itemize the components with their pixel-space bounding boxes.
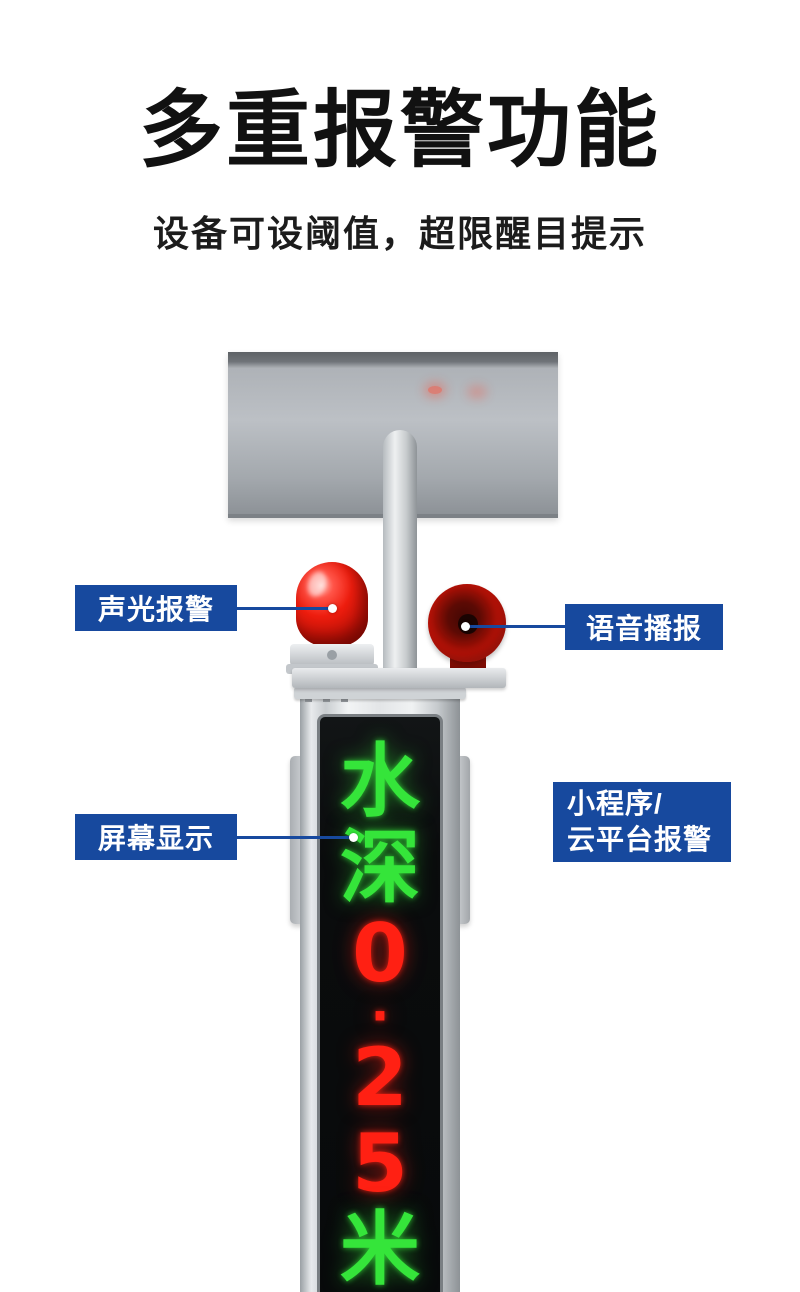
led-char: 0 xyxy=(352,907,408,1000)
led-char: 5 xyxy=(352,1117,408,1210)
page-title: 多重报警功能 xyxy=(138,83,661,177)
mounting-bar xyxy=(292,668,506,688)
callout-sound-light-alarm: 声光报警 xyxy=(75,585,237,631)
display-column-cap xyxy=(294,687,466,699)
support-pole xyxy=(383,430,417,692)
callout-dot-screen xyxy=(349,833,358,842)
led-char: · xyxy=(370,987,390,1045)
callout-line-sound-light xyxy=(237,607,333,610)
callout-label: 屏幕显示 xyxy=(97,823,214,854)
alarm-beacon-base xyxy=(290,644,374,666)
callout-label: 语音播报 xyxy=(585,613,702,644)
callout-label-line2: 云平台报警 xyxy=(567,824,713,855)
callout-dot-voice xyxy=(461,622,470,631)
callout-line-screen xyxy=(237,836,355,839)
callout-line-voice xyxy=(469,625,567,628)
led-display: 水 深 0 · 2 5 米 xyxy=(317,714,443,1292)
panel-reflection xyxy=(428,386,442,394)
callout-screen-display: 屏幕显示 xyxy=(75,814,237,860)
callout-voice-broadcast: 语音播报 xyxy=(565,604,723,650)
page-subtitle: 设备可设阈值，超限醒目提示 xyxy=(152,212,647,254)
led-char: 2 xyxy=(352,1031,408,1124)
header: 多重报警功能 设备可设阈值，超限醒目提示 xyxy=(0,0,800,257)
led-char: 水 xyxy=(340,735,420,828)
callout-label: 声光报警 xyxy=(97,594,214,625)
led-char: 米 xyxy=(340,1203,420,1292)
callout-label-line1: 小程序/ xyxy=(567,788,663,819)
callout-cloud-alarm: 小程序/ 云平台报警 xyxy=(553,782,731,862)
callout-dot-sound-light xyxy=(328,604,337,613)
